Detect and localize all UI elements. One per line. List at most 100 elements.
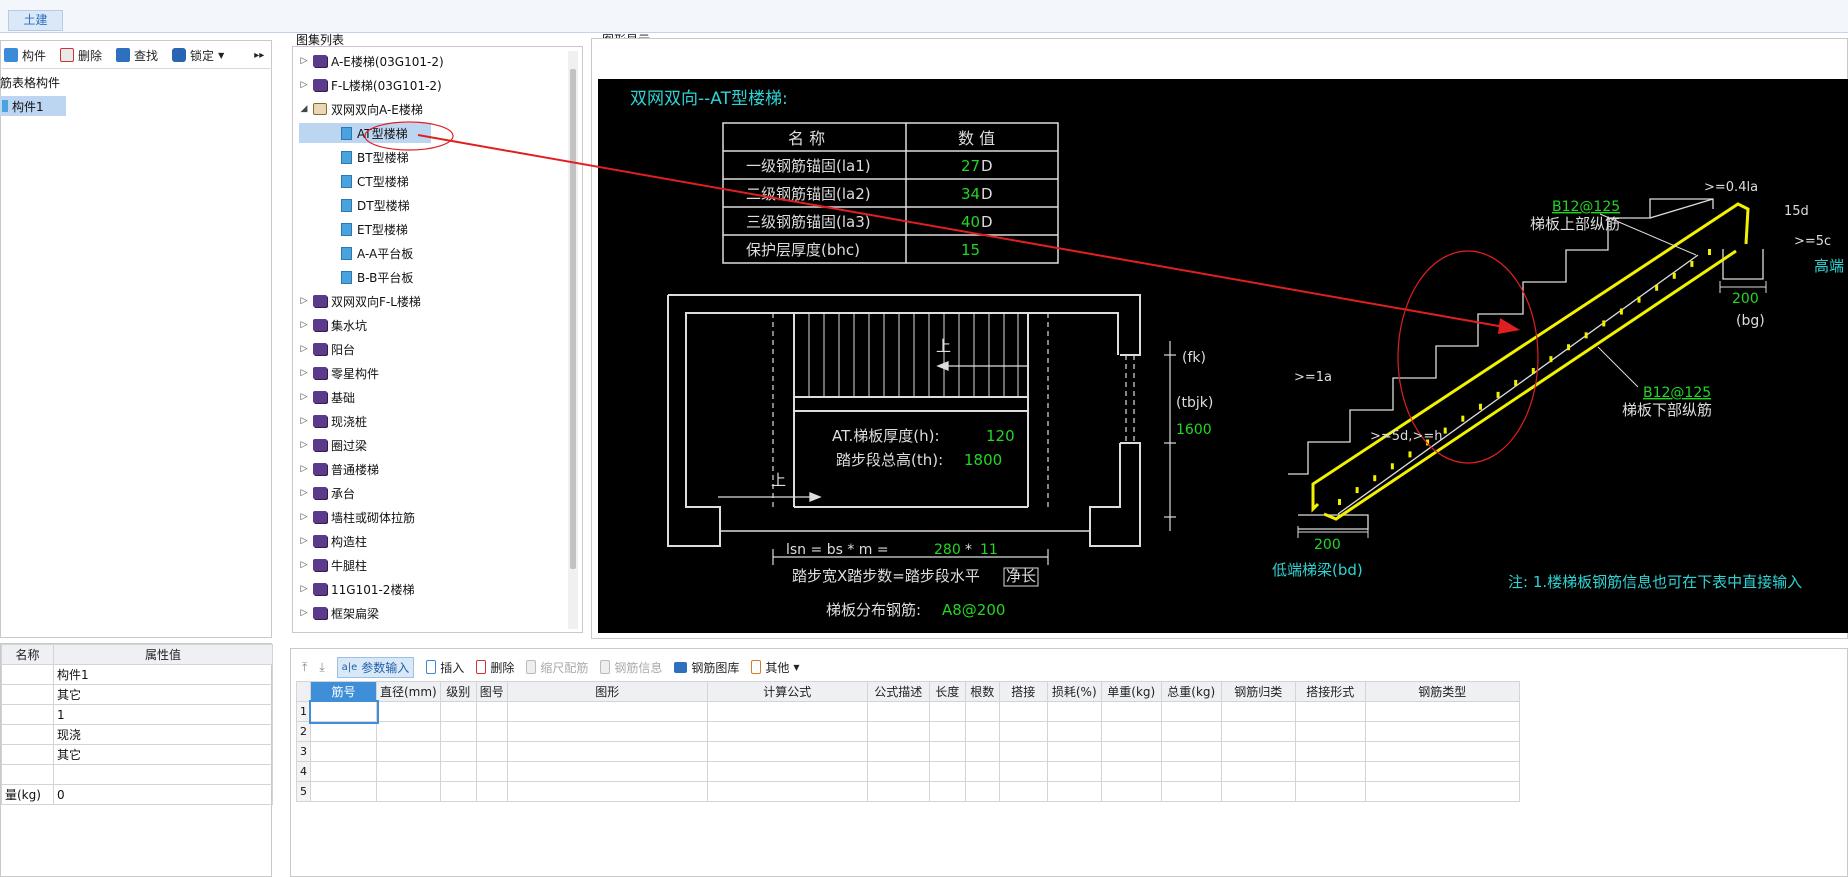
grid-cell[interactable] [998, 721, 1048, 742]
grid-cell[interactable] [1046, 761, 1102, 782]
grid-cell[interactable] [928, 721, 966, 742]
collapsed-arrow-icon[interactable]: ▷ [300, 416, 308, 426]
collapsed-arrow-icon[interactable]: ▷ [300, 608, 308, 618]
grid-cell[interactable] [506, 781, 708, 802]
grid-header-cell[interactable]: 公式描述 [866, 681, 930, 702]
grid-cell[interactable] [310, 781, 377, 802]
prop-value[interactable]: 现浇 [53, 724, 273, 745]
add-component-button[interactable]: 构件 [4, 47, 46, 64]
collapsed-arrow-icon[interactable]: ▷ [300, 56, 308, 66]
grid-cell[interactable] [928, 781, 966, 802]
grid-cell[interactable] [1220, 701, 1296, 722]
grid-cell[interactable] [866, 741, 930, 762]
grid-cell[interactable] [866, 761, 930, 782]
grid-cell[interactable] [439, 721, 477, 742]
atlas-item[interactable]: ▷阳台 [299, 339, 355, 359]
collapsed-arrow-icon[interactable]: ▷ [300, 536, 308, 546]
grid-cell[interactable] [506, 741, 708, 762]
atlas-item[interactable]: ▷F-L楼梯(03G101-2) [299, 75, 442, 95]
insert-button[interactable]: 插入 [426, 659, 464, 676]
grid-cell[interactable] [706, 721, 868, 742]
collapsed-arrow-icon[interactable]: ▷ [300, 344, 308, 354]
grid-header-cell[interactable]: 钢筋归类 [1220, 681, 1296, 702]
collapsed-arrow-icon[interactable]: ▷ [300, 512, 308, 522]
grid-cell[interactable] [1294, 761, 1366, 782]
grid-row[interactable]: 2 [296, 721, 1520, 742]
grid-cell[interactable] [439, 741, 477, 762]
atlas-item[interactable]: ▷现浇桩 [299, 411, 367, 431]
atlas-item[interactable]: ▷构造柱 [299, 531, 367, 551]
grid-cell[interactable] [998, 741, 1048, 762]
atlas-item[interactable]: DT型楼梯 [299, 195, 410, 215]
grid-cell[interactable] [1100, 701, 1162, 722]
grid-cell[interactable] [439, 761, 477, 782]
rebar-library-button[interactable]: 钢筋图库 [674, 659, 739, 676]
move-up-icon[interactable]: ⤒ [302, 659, 308, 674]
grid-cell[interactable] [1294, 701, 1366, 722]
grid-cell[interactable] [376, 761, 441, 782]
grid-cell[interactable] [1100, 721, 1162, 742]
grid-cell[interactable] [475, 721, 508, 742]
grid-cell[interactable] [706, 701, 868, 722]
move-down-icon[interactable]: ⤓ [319, 659, 325, 674]
find-button[interactable]: 查找 [116, 47, 158, 64]
prop-value[interactable]: 1 [53, 704, 273, 725]
atlas-item[interactable]: ▷11G101-2楼梯 [299, 579, 415, 599]
grid-cell[interactable] [376, 701, 441, 722]
collapsed-arrow-icon[interactable]: ▷ [300, 488, 308, 498]
grid-header-cell[interactable]: 搭接 [998, 681, 1048, 702]
atlas-item[interactable]: ▷A-E楼梯(03G101-2) [299, 51, 444, 71]
grid-cell[interactable] [964, 781, 1000, 802]
atlas-item[interactable]: ▷普通楼梯 [299, 459, 379, 479]
collapsed-arrow-icon[interactable]: ▷ [300, 560, 308, 570]
grid-cell[interactable] [1220, 721, 1296, 742]
grid-cell[interactable] [928, 761, 966, 782]
grid-cell[interactable] [439, 781, 477, 802]
grid-cell[interactable] [1220, 781, 1296, 802]
grid-cell[interactable] [1364, 721, 1520, 742]
grid-row[interactable]: 4 [296, 761, 1520, 782]
grid-cell[interactable] [439, 701, 477, 722]
grid-header-cell[interactable]: 搭接形式 [1294, 681, 1366, 702]
grid-cell[interactable] [475, 761, 508, 782]
grid-header-cell[interactable]: 根数 [964, 681, 1000, 702]
atlas-scrollbar[interactable] [568, 51, 578, 629]
grid-cell[interactable] [1160, 701, 1222, 722]
grid-cell[interactable] [866, 701, 930, 722]
atlas-item[interactable]: CT型楼梯 [299, 171, 409, 191]
tab-civil[interactable]: 土建 [8, 10, 63, 31]
atlas-item[interactable]: ◢双网双向A-E楼梯 [299, 99, 423, 119]
prop-value[interactable]: 其它 [53, 684, 273, 705]
more-icon[interactable]: ▸▸ [254, 49, 265, 61]
grid-cell[interactable] [475, 781, 508, 802]
grid-header-cell[interactable]: 单重(kg) [1100, 681, 1162, 702]
grid-cell[interactable] [308, 699, 379, 724]
prop-row[interactable] [1, 764, 273, 785]
atlas-item[interactable]: ▷牛腿柱 [299, 555, 367, 575]
scale-rebar-button[interactable]: 缩尺配筋 [526, 659, 588, 676]
atlas-item[interactable]: BT型楼梯 [299, 147, 409, 167]
grid-cell[interactable] [1160, 721, 1222, 742]
atlas-item[interactable]: ▷承台 [299, 483, 355, 503]
atlas-item[interactable]: ▷基础 [299, 387, 355, 407]
grid-cell[interactable] [310, 721, 377, 742]
grid-cell[interactable] [964, 761, 1000, 782]
collapsed-arrow-icon[interactable]: ▷ [300, 320, 308, 330]
grid-header-cell[interactable]: 直径(mm) [376, 681, 441, 702]
atlas-item[interactable]: ▷双网双向F-L楼梯 [299, 291, 421, 311]
prop-row[interactable]: 1 [1, 704, 273, 725]
grid-cell[interactable] [1160, 781, 1222, 802]
prop-row[interactable]: 其它 [1, 684, 273, 705]
atlas-item[interactable]: A-A平台板 [299, 243, 413, 263]
atlas-item[interactable]: ▷圈过梁 [299, 435, 367, 455]
atlas-item[interactable]: B-B平台板 [299, 267, 413, 287]
grid-cell[interactable] [1294, 781, 1366, 802]
grid-cell[interactable] [1364, 701, 1520, 722]
atlas-item[interactable]: ▷集水坑 [299, 315, 367, 335]
prop-row[interactable]: 其它 [1, 744, 273, 765]
grid-cell[interactable] [1046, 741, 1102, 762]
grid-cell[interactable] [1364, 761, 1520, 782]
collapsed-arrow-icon[interactable]: ▷ [300, 80, 308, 90]
grid-header-cell[interactable]: 长度 [928, 681, 966, 702]
atlas-item[interactable]: ET型楼梯 [299, 219, 408, 239]
